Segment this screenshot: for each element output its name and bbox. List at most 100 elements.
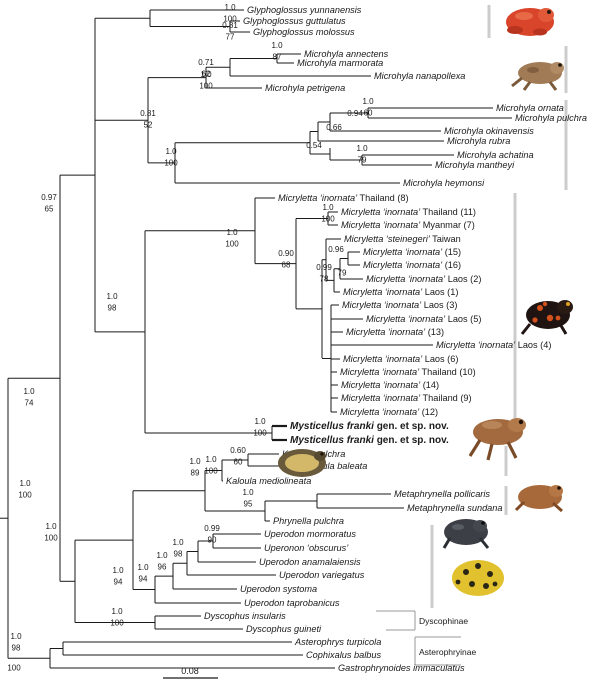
taxon-label: Metaphrynella pollicaris xyxy=(394,489,490,499)
subfamily-asterophryinae: Asterophryinae xyxy=(419,647,476,657)
posterior-probability: 0.99 xyxy=(316,263,332,272)
taxon-label: Micryletta ‘inornata’ Myanmar (7) xyxy=(341,220,475,230)
taxon-name: Microhyla mantheyi xyxy=(435,160,515,170)
taxon-name: Mysticellus franki xyxy=(290,421,374,432)
taxon-locality: Laos (1) xyxy=(422,287,458,297)
taxon-label: Glyphoglossus molossus xyxy=(253,27,355,37)
taxon-name: Cophixalus balbus xyxy=(306,650,381,660)
posterior-probability: 0.81 xyxy=(222,21,238,30)
posterior-probability: 1.0 xyxy=(356,144,368,153)
bootstrap-value: 52 xyxy=(144,121,153,130)
posterior-probability: 0.99 xyxy=(204,524,220,533)
taxon-locality: (14) xyxy=(420,380,439,390)
bootstrap-value: 77 xyxy=(226,33,235,42)
taxon-name: Phrynella pulchra xyxy=(273,516,344,526)
bootstrap-value: 79 xyxy=(338,269,347,278)
bootstrap-value: 100 xyxy=(223,15,237,24)
taxon-locality: Laos (5) xyxy=(445,314,481,324)
taxon-label: Micryletta ‘inornata’ Laos (6) xyxy=(343,354,458,364)
taxon-label: Microhyla okinavensis xyxy=(444,126,534,136)
taxon-label: Mysticellus franki gen. et sp. nov. xyxy=(290,435,449,446)
bootstrap-value: 98 xyxy=(12,644,21,653)
taxon-locality: Laos (3) xyxy=(421,300,457,310)
posterior-probability: 1.0 xyxy=(106,292,118,301)
taxon-label: Uperodon anamalaiensis xyxy=(259,557,361,567)
taxon-name: Micryletta ‘inornata’ xyxy=(278,193,358,203)
photo-micryletta xyxy=(520,300,573,335)
taxon-label: Microhyla nanapollexa xyxy=(374,71,465,81)
taxon-name: Micryletta ‘steinegeri’ xyxy=(344,234,431,244)
support-values: 1.01001.01000.81771.0870.71621.01000.815… xyxy=(7,3,476,676)
taxon-label: Micryletta ‘inornata’ (12) xyxy=(340,407,438,417)
posterior-probability: 1.0 xyxy=(271,41,283,50)
bootstrap-value: 89 xyxy=(191,469,200,478)
taxon-name: Microhyla petrigena xyxy=(265,83,345,93)
bootstrap-value: 98 xyxy=(174,550,183,559)
bootstrap-value: 78 xyxy=(320,275,329,284)
taxon-locality: Taiwan xyxy=(430,234,461,244)
taxon-name: Micryletta ‘inornata’ xyxy=(341,380,421,390)
posterior-probability: 1.0 xyxy=(322,203,334,212)
posterior-probability: 1.0 xyxy=(226,228,238,237)
posterior-probability: 1.0 xyxy=(242,488,254,497)
taxon-label: Micryletta ‘inornata’ Thailand (11) xyxy=(341,207,476,217)
taxon-locality: (12) xyxy=(419,407,438,417)
taxon-label: Uperodon taprobanicus xyxy=(244,598,340,608)
taxon-name: Micryletta ‘inornata’ xyxy=(436,340,516,350)
taxon-name: Microhyla pulchra xyxy=(515,113,587,123)
posterior-probability: 0.90 xyxy=(278,249,294,258)
photo-microhyla xyxy=(511,62,564,91)
taxon-name: Microhyla heymonsi xyxy=(403,178,485,188)
taxon-name: Microhyla annectens xyxy=(304,49,389,59)
taxon-name: Micryletta ‘inornata’ xyxy=(341,393,421,403)
taxon-label: Phrynella pulchra xyxy=(273,516,344,526)
taxon-label: Cophixalus balbus xyxy=(306,650,381,660)
photo-uperodon-yellow xyxy=(452,560,504,596)
taxon-name: Uperodon variegatus xyxy=(279,570,365,580)
posterior-probability: 0.54 xyxy=(306,141,322,150)
taxon-label: Uperodon systoma xyxy=(240,584,317,594)
taxon-name: Micryletta ‘inornata’ xyxy=(366,314,446,324)
taxon-name: Uperodon anamalaiensis xyxy=(259,557,361,567)
taxon-locality: gen. et sp. nov. xyxy=(374,435,449,446)
taxon-locality: Thailand (8) xyxy=(357,193,408,203)
taxon-name: Kaloula baleata xyxy=(304,461,367,471)
taxon-name: Dyscophus insularis xyxy=(204,611,286,621)
taxon-label: Dyscophus insularis xyxy=(204,611,286,621)
posterior-probability: 1.0 xyxy=(172,538,184,547)
taxon-name: Mysticellus franki xyxy=(290,435,374,446)
taxon-label: Microhyla pulchra xyxy=(515,113,587,123)
posterior-probability: 0.81 xyxy=(140,109,156,118)
posterior-probability: 1.0 xyxy=(137,563,149,572)
taxon-label: Microhyla marmorata xyxy=(297,58,383,68)
taxon-label: Gastrophrynoides immaculatus xyxy=(338,663,465,673)
posterior-probability: 1.0 xyxy=(10,632,22,641)
taxon-label: Micryletta ‘inornata’ Laos (1) xyxy=(343,287,458,297)
taxon-name: Microhyla okinavensis xyxy=(444,126,534,136)
taxon-name: Uperonon ‘obscurus’ xyxy=(264,543,349,553)
bootstrap-value: 95 xyxy=(244,500,253,509)
bootstrap-value: 100 xyxy=(225,240,239,249)
photo-mysticellus xyxy=(468,418,526,461)
clade-bars xyxy=(376,5,568,666)
taxon-label: Uperodon variegatus xyxy=(279,570,365,580)
bootstrap-value: 100 xyxy=(204,467,218,476)
posterior-probability: 1.0 xyxy=(156,551,168,560)
taxon-label: Uperonon ‘obscurus’ xyxy=(264,543,349,553)
taxon-locality: (16) xyxy=(442,260,461,270)
bootstrap-value: 65 xyxy=(45,205,54,214)
taxon-name: Micryletta ‘inornata’ xyxy=(342,300,422,310)
bootstrap-value: 100 xyxy=(7,664,21,673)
taxon-name: Micryletta ‘inornata’ xyxy=(341,207,421,217)
taxon-label: Micryletta ‘steinegeri’ Taiwan xyxy=(344,234,461,244)
taxon-name: Micryletta ‘inornata’ xyxy=(341,220,421,230)
posterior-probability: 0.71 xyxy=(198,58,214,67)
taxon-label: Glyphoglossus yunnanensis xyxy=(247,5,362,15)
taxon-name: Micryletta ‘inornata’ xyxy=(340,407,420,417)
taxon-label: Microhyla heymonsi xyxy=(403,178,485,188)
taxon-label: Microhyla petrigena xyxy=(265,83,345,93)
bootstrap-value: 60 xyxy=(364,109,373,118)
taxon-label: Kaloula mediolineata xyxy=(226,476,311,486)
bootstrap-value: 94 xyxy=(139,575,148,584)
taxon-label: Microhyla mantheyi xyxy=(435,160,515,170)
